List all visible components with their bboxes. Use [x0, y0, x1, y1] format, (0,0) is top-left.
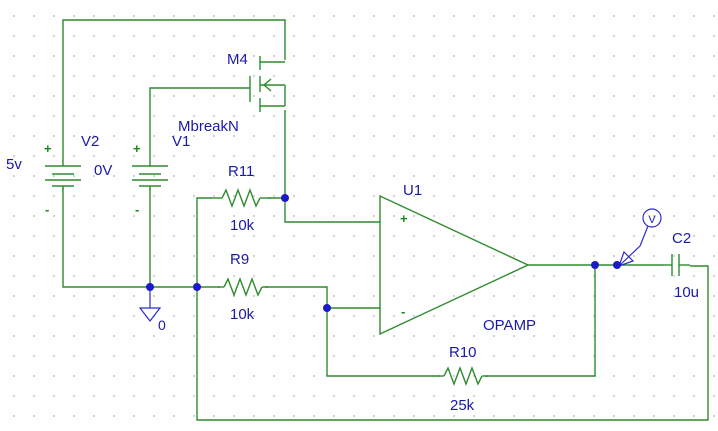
c2-name-label: C2 — [672, 230, 691, 247]
junctions — [146, 194, 621, 312]
u1-name-label: U1 — [403, 182, 422, 199]
wire-r10-left — [326, 308, 440, 377]
wire-feedback-loop — [196, 197, 709, 421]
wire-to-opamp-plus — [284, 198, 380, 223]
resistor-r10 — [438, 366, 488, 386]
wire-v2-to-m4-drain — [62, 19, 286, 162]
mosfet-m4 — [249, 56, 286, 112]
ground-label: 0 — [158, 317, 166, 333]
r10-value-label: 25k — [450, 397, 475, 414]
resistor-r11 — [212, 188, 270, 208]
r9-name-label: R9 — [230, 251, 249, 268]
wire-r10-right — [485, 265, 596, 377]
junction-dot — [323, 304, 331, 312]
v1-minus-label: - — [135, 202, 139, 217]
r9-value-label: 10k — [230, 306, 255, 323]
junction-dot — [613, 261, 621, 269]
wires — [62, 19, 709, 421]
voltage-probe — [618, 208, 662, 267]
v2-minus-label: - — [45, 202, 49, 217]
c2-value-label: 10u — [674, 284, 699, 301]
v1-plus-label: + — [133, 141, 141, 156]
r11-value-label: 10k — [230, 217, 255, 234]
probe-label: V — [648, 214, 656, 226]
m4-model-label: MbreakN — [178, 118, 239, 135]
resistor-r9 — [218, 277, 268, 297]
capacitor-c2 — [663, 254, 690, 276]
v2-plus-label: + — [44, 141, 52, 156]
u1-model-label: OPAMP — [483, 317, 536, 334]
junction-dot — [193, 283, 201, 291]
wire-r9-right — [265, 286, 328, 308]
r10-name-label: R10 — [449, 344, 477, 361]
v1-value-label: 5v — [6, 156, 22, 173]
v1-name-label: V1 — [172, 133, 190, 150]
opamp-u1 — [379, 194, 530, 336]
junction-dot — [146, 283, 154, 291]
opamp-minus-label: - — [401, 304, 405, 319]
wire-ground-rail — [62, 188, 197, 288]
junction-dot — [281, 194, 289, 202]
opamp-plus-label: + — [400, 211, 408, 226]
battery-v1 — [132, 160, 168, 190]
ground-symbol — [138, 307, 162, 322]
r11-name-label: R11 — [228, 163, 254, 180]
m4-name-label: M4 — [227, 51, 248, 68]
v2-value-label: 0V — [94, 162, 112, 179]
wire-v1-to-m4-gate — [149, 87, 250, 160]
junction-dot — [591, 261, 599, 269]
v2-name-label: V2 — [81, 133, 99, 150]
battery-v2 — [45, 162, 81, 190]
